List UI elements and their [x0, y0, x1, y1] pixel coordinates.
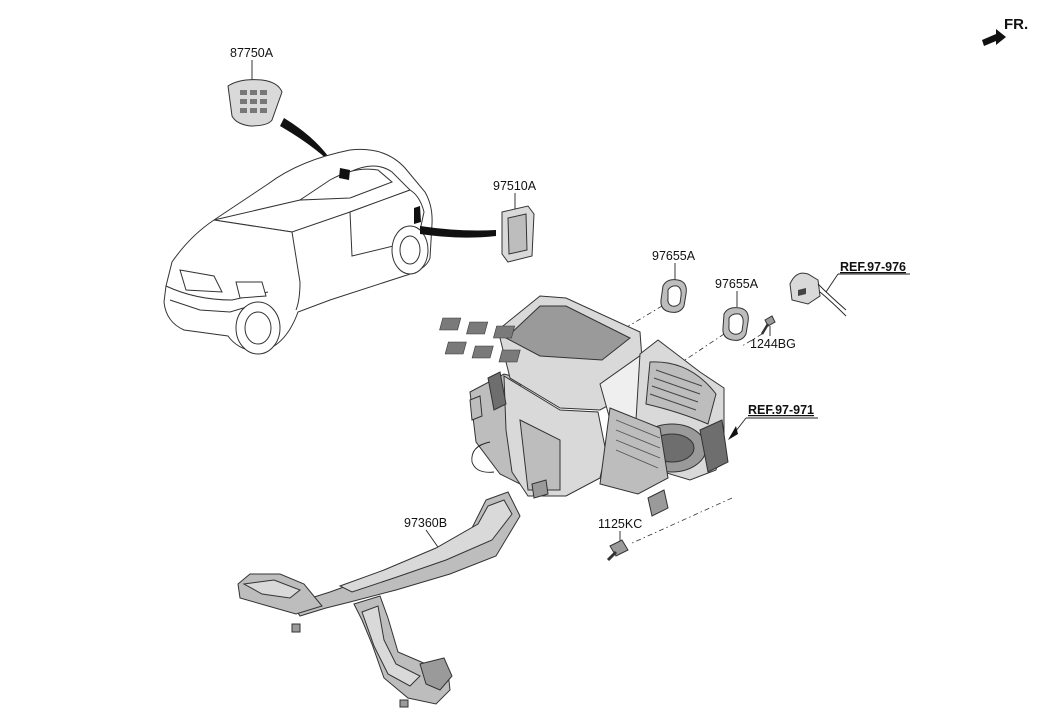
ref-97-971-arrow-icon	[728, 426, 738, 440]
label-ref-97-971: REF.97-971	[748, 403, 814, 417]
vehicle-outline	[163, 148, 433, 355]
grille-87750A-slots	[240, 90, 267, 113]
part-97360B[interactable]: 97360B	[237, 491, 521, 708]
label-97360B: 97360B	[404, 516, 447, 530]
label-87750A: 87750A	[230, 46, 274, 60]
label-97655A-second: 97655A	[715, 277, 759, 291]
front-arrow-icon	[982, 29, 1006, 46]
callout-97510A	[420, 226, 496, 238]
part-97655A-second[interactable]: 97655A	[715, 277, 759, 341]
bolt-1125KC-shaft	[606, 550, 618, 562]
front-direction-label: FR.	[1004, 16, 1028, 33]
leader-ref-97-976	[825, 273, 839, 293]
label-1244BG: 1244BG	[750, 337, 796, 351]
label-ref-97-976: REF.97-976	[840, 260, 906, 274]
part-97655A-first[interactable]: 97655A	[652, 249, 696, 313]
label-97510A: 97510A	[493, 179, 537, 193]
ref-97-971[interactable]: REF.97-971	[728, 403, 818, 440]
alignment-lines	[611, 305, 763, 545]
part-1125KC[interactable]: 1125KC	[598, 517, 642, 562]
part-1244BG[interactable]: 1244BG	[750, 315, 796, 351]
label-97655A-first: 97655A	[652, 249, 696, 263]
callout-87750A	[280, 118, 340, 172]
screw-1244BG-shaft	[760, 323, 770, 335]
part-87750A[interactable]: 87750A	[227, 46, 340, 172]
ref-97-976[interactable]: REF.97-976	[789, 260, 910, 317]
front-direction-indicator: FR.	[982, 16, 1028, 46]
hvac-unit-assembly[interactable]	[439, 295, 729, 517]
label-1125KC: 1125KC	[598, 517, 642, 531]
part-97510A[interactable]: 97510A	[420, 179, 537, 263]
